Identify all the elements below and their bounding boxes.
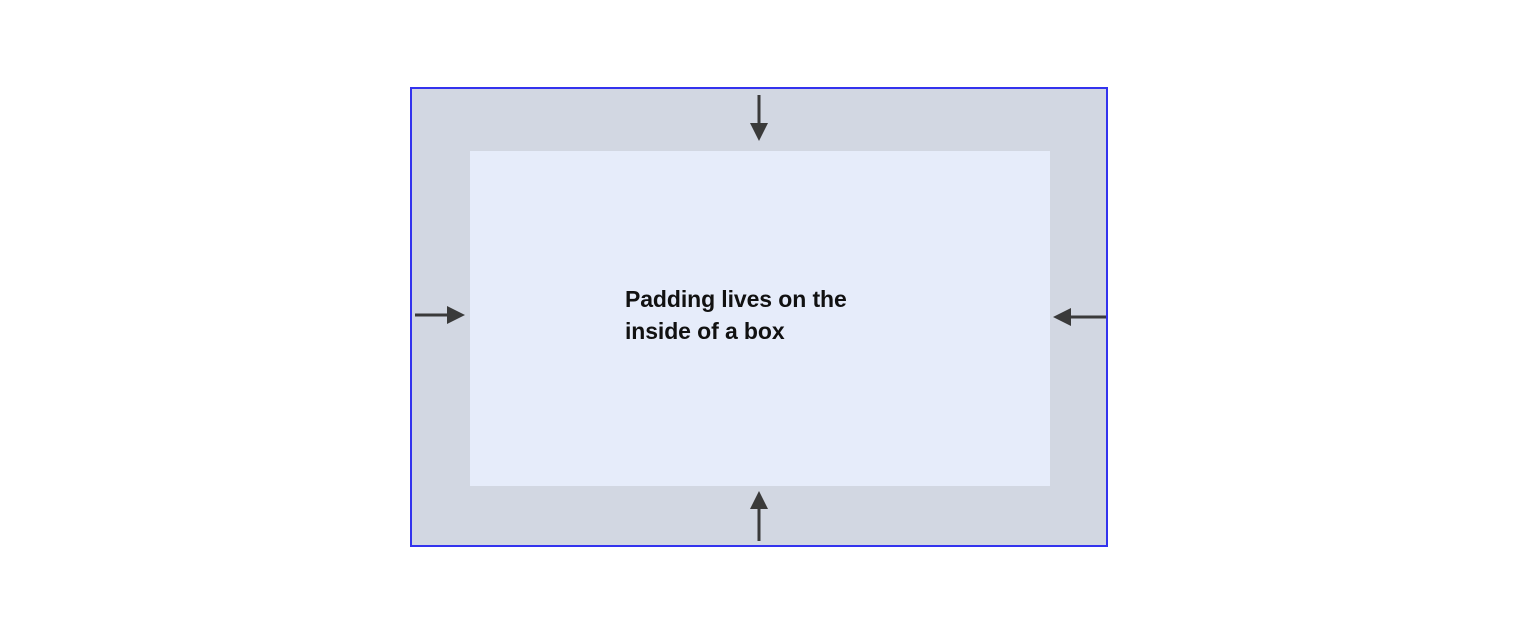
content-label: Padding lives on the inside of a box [625,286,847,344]
content-region-box [470,151,1050,486]
